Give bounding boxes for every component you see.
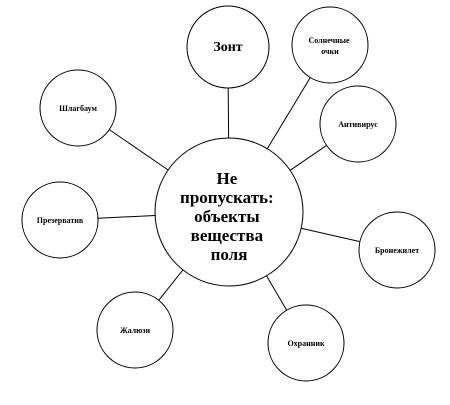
- node-label-line: Охранник: [287, 339, 325, 348]
- spokes: [97, 77, 361, 311]
- node-sunglasses-circle: [291, 6, 369, 84]
- hub-label-line: пропускать:: [180, 188, 274, 207]
- node-blinds-circle: [96, 291, 174, 369]
- node-umbrella-label: Зонт: [213, 40, 242, 55]
- hub-label: Не пропускать: объекты вещества поля: [180, 169, 278, 264]
- hub-label-line: вещества: [191, 226, 264, 245]
- node-condom-circle: [21, 181, 99, 259]
- spoke-barrier: [109, 129, 169, 171]
- node-guard-label: Охранник: [287, 339, 325, 348]
- node-guard: Охранник: [267, 304, 345, 382]
- node-body-armor: Бронежилет: [358, 211, 436, 289]
- node-label-line: Антивирус: [338, 120, 378, 129]
- spoke-guard: [266, 275, 288, 311]
- spoke-condom: [97, 215, 156, 219]
- node-label-line: Солнечные: [308, 36, 349, 45]
- node-label-line: Зонт: [213, 40, 242, 55]
- node-barrier-label: Шлагбаум: [59, 104, 97, 113]
- node-body-armor-circle: [358, 211, 436, 289]
- node-antivirus-label: Антивирус: [338, 120, 378, 129]
- node-label-line: Шлагбаум: [59, 104, 97, 113]
- node-umbrella: Зонт: [186, 5, 270, 89]
- node-barrier-circle: [39, 69, 117, 147]
- hub-label-line: поля: [211, 245, 248, 264]
- node-label-line: Бронежилет: [375, 246, 419, 255]
- node-antivirus-circle: [319, 85, 397, 163]
- node-label-line: Презерватив: [37, 216, 84, 225]
- hub-label-line: объекты: [194, 207, 259, 226]
- spoke-body-armor: [301, 227, 361, 243]
- spoke-blinds: [158, 269, 184, 301]
- spoke-sunglasses: [266, 77, 311, 149]
- node-blinds-label: Жалюзи: [120, 326, 151, 335]
- node-sunglasses-label: Солнечные очки: [308, 36, 351, 56]
- node-condom: Презерватив: [21, 181, 99, 259]
- node-blinds: Жалюзи: [96, 291, 174, 369]
- hub-label-line: Не: [216, 169, 237, 188]
- node-label-line: очки: [321, 47, 339, 56]
- node-guard-circle: [267, 304, 345, 382]
- node-barrier: Шлагбаум: [39, 69, 117, 147]
- hub-circle: [154, 137, 304, 287]
- hub-node: Не пропускать: объекты вещества поля: [154, 137, 304, 287]
- node-antivirus: Антивирус: [319, 85, 397, 163]
- node-label-line: Жалюзи: [120, 326, 151, 335]
- node-condom-label: Презерватив: [37, 216, 84, 225]
- node-body-armor-label: Бронежилет: [375, 246, 419, 255]
- node-umbrella-circle: [186, 5, 270, 89]
- spoke-antivirus: [289, 144, 327, 171]
- node-sunglasses: Солнечные очки: [291, 6, 369, 84]
